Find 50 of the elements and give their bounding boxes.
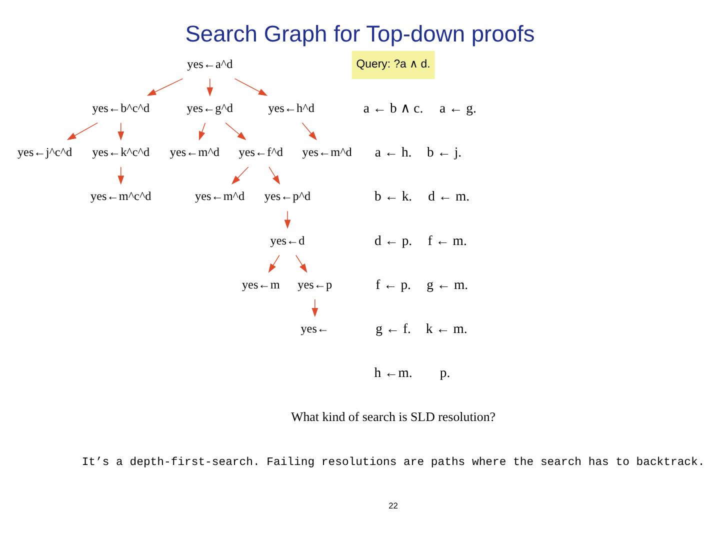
label: f ← m. (428, 232, 467, 248)
arrow (225, 122, 246, 140)
arrow (118, 166, 124, 185)
label: h ←m. (374, 365, 412, 380)
arrow (118, 122, 124, 141)
node-text: yes←f^d (238, 145, 283, 160)
label: b ← k. (374, 188, 412, 204)
arrow (296, 254, 308, 273)
node-text: yes←m^d (302, 145, 352, 160)
node-text: yes←m^d (195, 189, 245, 204)
label: k ← m. (426, 321, 468, 336)
arrow (268, 166, 280, 185)
arrow (198, 122, 206, 141)
label: g ← f. (376, 321, 411, 336)
node-text: yes←p^d (264, 189, 311, 204)
arrow (268, 254, 280, 273)
arrow (284, 210, 291, 229)
node-text: yes←p (298, 277, 332, 292)
arrow (206, 78, 214, 97)
node-text: yes←k^c^d (92, 145, 150, 160)
label: b ← j. (426, 144, 462, 160)
node-text: yes←b^c^d (92, 100, 150, 115)
node-text: yes←m (242, 277, 280, 292)
node-text: yes←m^d (170, 145, 220, 160)
node-text: yes←d (270, 233, 305, 248)
arrow (66, 122, 98, 140)
label: d ← m. (428, 188, 470, 204)
label: g ← m. (426, 276, 468, 292)
label: 22 (388, 500, 398, 510)
label: Query: ?a ∧ d. (356, 58, 430, 71)
node-text: yes←a^d (187, 56, 233, 71)
arrow (302, 122, 317, 140)
label: a ← h. (374, 144, 412, 160)
node-text: yes←g^d (186, 100, 234, 115)
node-text: yes←h^d (268, 100, 314, 115)
label: d ← p. (374, 232, 412, 248)
arrow (312, 299, 318, 318)
label: p. (440, 365, 450, 380)
node-text: yes←j^c^d (17, 145, 72, 160)
node-text: yes← (300, 322, 330, 336)
node-text: yes←m^c^d (90, 189, 152, 204)
label: What kind of search is SLD resolution? (291, 409, 496, 424)
label: f ← p. (376, 276, 411, 292)
label: a ← b ∧ c. (363, 100, 424, 116)
label: a ← g. (440, 100, 476, 116)
arrow (231, 166, 249, 184)
arrow (234, 78, 268, 96)
arrow (146, 78, 184, 96)
label: It’s a depth-first-search. Failing resolutions are paths where the search has to backtrack. (82, 456, 705, 469)
diagram-title: Search Graph for Top-down proofs (185, 20, 535, 46)
